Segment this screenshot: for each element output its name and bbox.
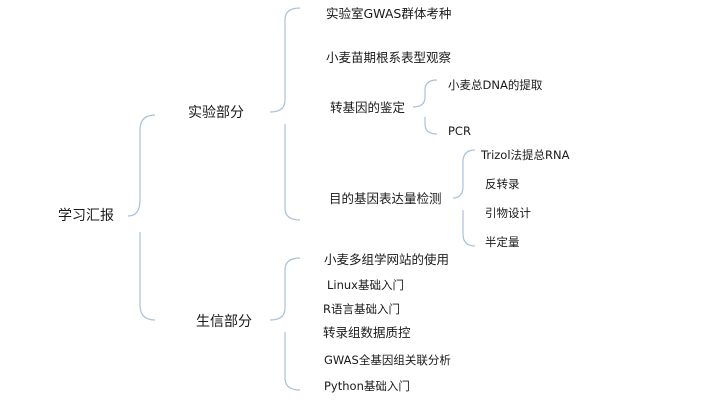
topic-gwas-population: 实验室GWAS群体考种: [326, 6, 452, 21]
topic-transgene-identification: 转基因的鉴定: [330, 100, 406, 115]
topic-root-phenotype: 小麦苗期根系表型观察: [326, 50, 452, 65]
topic-reverse-transcription: 反转录: [485, 177, 520, 191]
topic-wheat-multiomics: 小麦多组学网站的使用: [324, 252, 450, 267]
topic-trizol-rna: Trizol法提总RNA: [481, 148, 570, 162]
topic-transcriptome-qc: 转录组数据质控: [323, 325, 411, 340]
root-node: 学习汇报: [58, 208, 114, 224]
topic-dna-extraction: 小麦总DNA的提取: [448, 78, 543, 92]
topic-semi-quantitative: 半定量: [485, 235, 520, 249]
topic-python-basics: Python基础入门: [324, 379, 410, 393]
sub-bracket-transgene: [412, 79, 438, 135]
branch-bioinfo: 生信部分: [196, 314, 252, 330]
branch-experiment: 实验部分: [188, 105, 244, 121]
topic-pcr: PCR: [448, 124, 471, 138]
topic-r-basics: R语言基础入门: [323, 302, 400, 316]
branch-bracket-bioinfo: [269, 257, 301, 391]
branch-bracket-experiment: [269, 7, 301, 221]
topic-gene-expression: 目的基因表达量检测: [329, 191, 442, 206]
sub-bracket-expression: [452, 149, 476, 247]
topic-linux-basics: Linux基础入门: [327, 278, 404, 292]
topic-primer-design: 引物设计: [485, 206, 531, 220]
topic-gwas-analysis: GWAS全基因组关联分析: [324, 353, 451, 367]
root-bracket: [127, 114, 156, 321]
